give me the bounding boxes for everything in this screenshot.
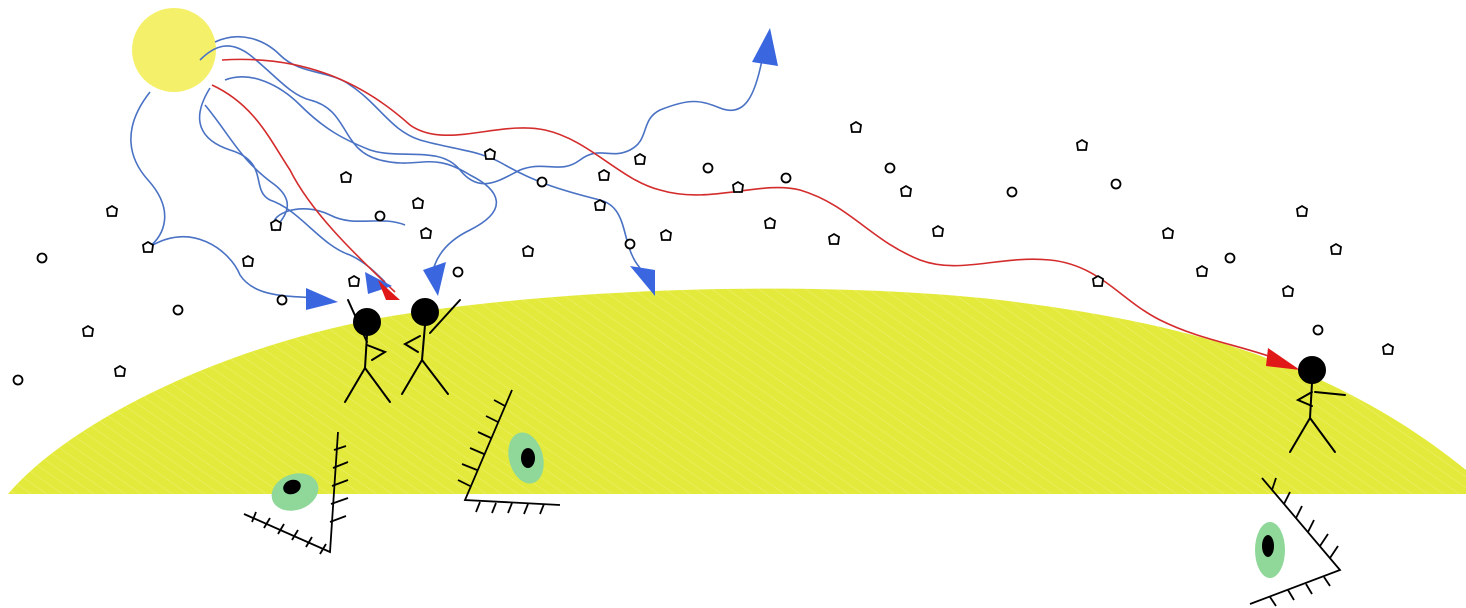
particle — [886, 164, 895, 173]
particle — [661, 230, 671, 240]
particle — [733, 182, 743, 192]
particle — [421, 228, 431, 238]
particle — [107, 206, 117, 216]
particle — [1093, 276, 1103, 286]
particle — [635, 154, 645, 164]
ground-hatching — [8, 289, 1466, 494]
direct-ray — [212, 85, 395, 292]
blue-arrowhead — [752, 28, 778, 66]
eye-pupil — [521, 448, 535, 468]
particle — [115, 366, 125, 376]
particle — [1226, 254, 1235, 263]
ground-hill — [8, 289, 1466, 494]
particle — [704, 164, 713, 173]
observer-head — [1299, 357, 1325, 383]
scattered-ray — [200, 46, 496, 275]
scattered-ray — [225, 60, 762, 184]
particle — [271, 220, 281, 230]
particle — [1163, 228, 1173, 238]
particle — [901, 186, 911, 196]
particle — [38, 254, 47, 263]
blue-arrowhead — [423, 262, 446, 296]
scattered-ray — [131, 92, 318, 298]
particle — [485, 149, 495, 159]
observer-head — [412, 299, 438, 325]
eye-pupil — [1262, 535, 1274, 557]
particle — [1314, 326, 1323, 335]
particle — [341, 172, 351, 182]
particle — [349, 276, 359, 286]
particle — [1008, 188, 1017, 197]
particle — [243, 256, 253, 266]
particle — [782, 174, 791, 183]
blue-arrowhead — [306, 288, 338, 310]
particle — [1077, 140, 1087, 150]
particle — [83, 326, 93, 336]
particle — [1383, 344, 1393, 354]
particle — [626, 240, 635, 249]
particle — [454, 268, 463, 277]
particle — [538, 178, 547, 187]
scattered-ray — [205, 105, 405, 230]
particle — [1331, 244, 1341, 254]
particle — [1297, 206, 1307, 216]
red-arrowhead — [378, 280, 400, 300]
particle — [14, 376, 23, 385]
particle — [595, 200, 605, 210]
particle — [599, 170, 609, 180]
blue-arrowhead — [630, 266, 655, 296]
particle — [523, 246, 533, 256]
particle — [278, 296, 287, 305]
particle — [1283, 286, 1293, 296]
particle — [174, 306, 183, 315]
particle — [1197, 266, 1207, 276]
particle — [143, 242, 153, 252]
particle — [413, 198, 423, 208]
scattered-rays — [131, 37, 762, 298]
scattered-ray — [200, 88, 385, 282]
particle — [1112, 180, 1121, 189]
particle — [376, 212, 385, 221]
particle — [765, 218, 775, 228]
particle — [829, 234, 839, 244]
sun — [132, 8, 216, 92]
particle — [851, 122, 861, 132]
eye — [1250, 478, 1340, 606]
particle — [933, 226, 943, 236]
